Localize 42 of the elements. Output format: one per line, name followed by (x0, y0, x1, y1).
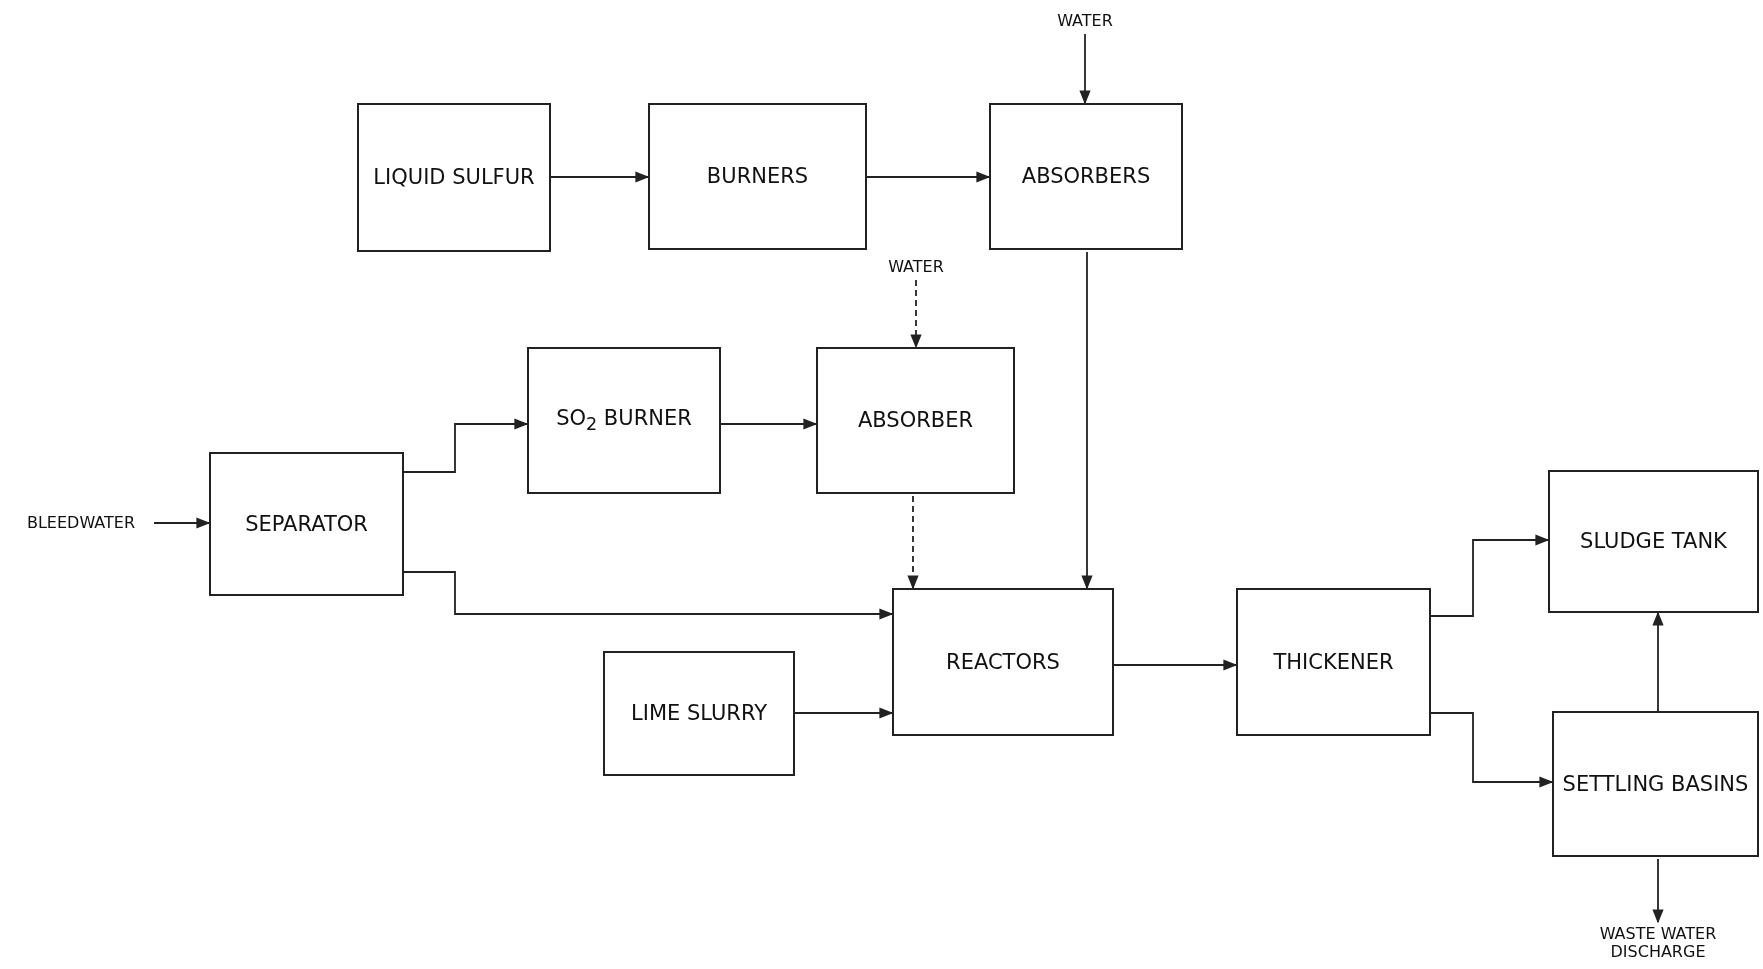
arrow (550, 171, 650, 183)
flow-label: WATER (1057, 11, 1113, 31)
arrow (1430, 534, 1550, 617)
process-box (816, 347, 1015, 494)
arrow (907, 495, 919, 590)
arrow (910, 279, 922, 349)
flow-label: WATER (888, 257, 944, 277)
box-label: ABSORBER (857, 407, 974, 434)
flow-label: WASTE WATER DISCHARGE (1598, 924, 1718, 962)
box-label: LIQUID SULFUR (373, 164, 535, 191)
box-label: LIME SLURRY (631, 700, 767, 727)
arrow (1079, 33, 1091, 105)
arrow (794, 707, 894, 719)
box-label: THICKENER (1273, 648, 1394, 676)
arrow (1652, 611, 1664, 712)
flow-label: BLEEDWATER (26, 513, 136, 533)
process-box (209, 452, 404, 596)
arrow (866, 171, 991, 183)
box-label: SETTLING BASINS (1562, 770, 1749, 798)
box-label: SEPARATOR (245, 510, 368, 538)
box-label: REACTORS (946, 648, 1060, 676)
arrow (1113, 659, 1238, 671)
process-box (603, 651, 795, 776)
process-box (892, 588, 1114, 736)
arrow (403, 571, 894, 620)
process-box (648, 103, 867, 250)
arrow (1081, 251, 1093, 590)
box-label: SO$_{2}$ BURNER (556, 404, 692, 437)
process-box (1552, 711, 1759, 857)
arrow (1652, 858, 1664, 924)
process-box (1548, 470, 1759, 613)
arrow (1430, 712, 1554, 788)
box-label: SLUDGE TANK (1580, 528, 1727, 555)
box-label: ABSORBERS (1021, 163, 1151, 190)
process-box (527, 347, 721, 494)
arrow (153, 517, 211, 529)
box-label: BURNERS (706, 163, 809, 190)
process-box (357, 103, 551, 252)
arrow (720, 418, 818, 430)
arrow (403, 418, 529, 473)
process-box (1236, 588, 1431, 736)
process-box (989, 103, 1183, 250)
